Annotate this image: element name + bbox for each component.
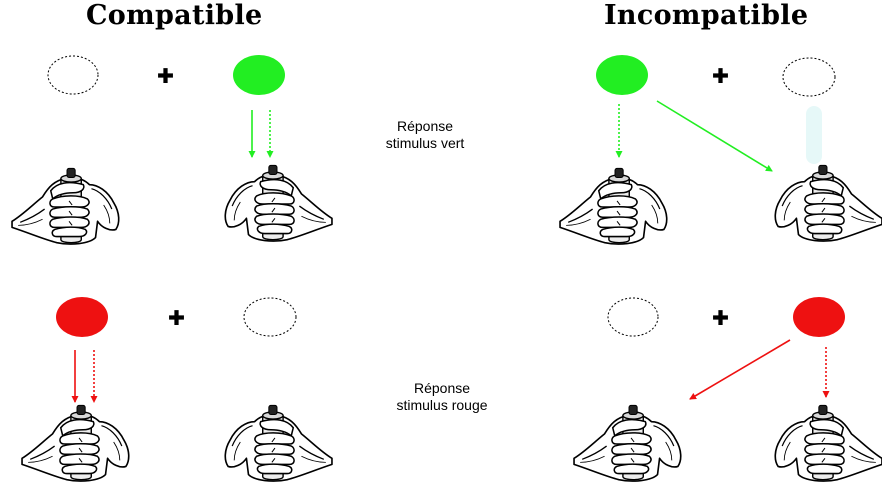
fist-holding-button-icon — [559, 167, 668, 245]
empty-circle — [782, 57, 836, 97]
fixation-cross-icon — [169, 310, 184, 325]
fist-holding-button-icon — [224, 164, 333, 242]
fist-holding-button-icon — [21, 404, 130, 482]
solid-arrow — [689, 339, 791, 400]
filled-circle-red — [793, 297, 845, 337]
caption-red-line2: stimulus rouge — [396, 397, 488, 413]
fist-holding-button-icon — [11, 167, 120, 245]
filled-circle-green — [233, 55, 285, 95]
empty-circle — [607, 297, 659, 337]
fixation-cross-icon — [713, 68, 728, 83]
filled-circle-green — [596, 55, 648, 95]
caption-red-response: Réponse stimulus rouge — [377, 380, 507, 414]
caption-green-response: Réponse stimulus vert — [370, 118, 480, 152]
empty-circle — [47, 55, 99, 95]
fixation-cross-icon — [713, 310, 728, 325]
fist-holding-button-icon — [224, 404, 333, 482]
caption-green-line1: Réponse — [396, 118, 454, 134]
heading-compatible: Compatible — [86, 0, 263, 31]
solid-arrow — [656, 100, 773, 172]
row-green — [11, 55, 882, 245]
faint-ghost-arrow — [806, 106, 822, 164]
fist-holding-button-icon — [573, 404, 682, 482]
caption-green-line2: stimulus vert — [385, 135, 465, 151]
caption-red-line1: Réponse — [413, 380, 471, 396]
empty-circle — [243, 297, 297, 337]
fist-holding-button-icon — [774, 164, 882, 242]
heading-incompatible: Incompatible — [604, 0, 809, 31]
filled-circle-red — [56, 297, 108, 337]
fixation-cross-icon — [158, 68, 173, 83]
row-red — [21, 297, 882, 482]
fist-holding-button-icon — [774, 404, 882, 482]
